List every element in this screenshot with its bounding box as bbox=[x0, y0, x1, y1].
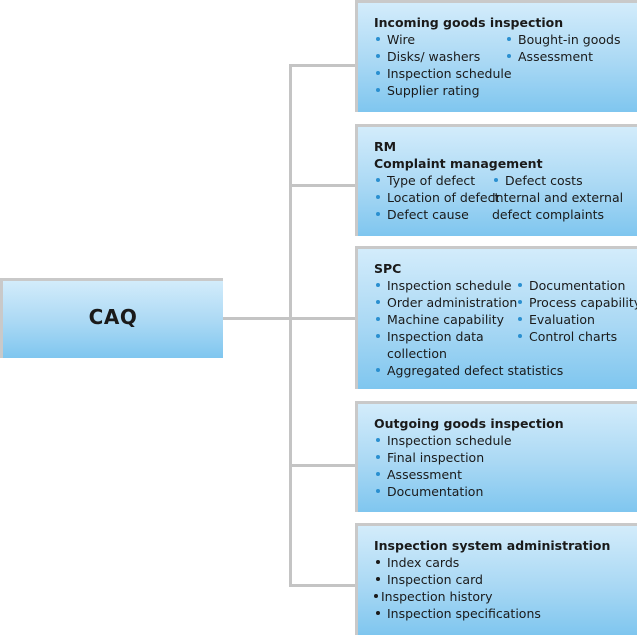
connector-branch-2 bbox=[289, 184, 355, 187]
branch-incoming-goods: Incoming goods inspection Wire Disks/ wa… bbox=[355, 0, 637, 112]
list-item: Inspection card bbox=[374, 571, 637, 588]
list-item: Type of defect bbox=[374, 172, 492, 189]
list-item: Inspection schedule bbox=[374, 432, 637, 449]
branch-title: Complaint management bbox=[374, 156, 543, 171]
item-list: Type of defect Location of defect Defect… bbox=[374, 172, 499, 223]
list-item: Location of defect bbox=[374, 189, 499, 206]
list-item: Defect costs bbox=[492, 172, 623, 189]
item-list: Aggregated defect statistics bbox=[374, 362, 637, 379]
list-item: Inspection schedule bbox=[374, 65, 512, 82]
item-list: Documentation Process capability Evaluat… bbox=[516, 277, 637, 362]
branch-spc: SPC Inspection schedule Order administra… bbox=[355, 246, 637, 389]
connector-branch-5 bbox=[289, 584, 355, 587]
branch-title: SPC bbox=[374, 261, 402, 276]
list-item: Aggregated defect statistics bbox=[374, 362, 637, 379]
list-item: Inspection data collection bbox=[374, 328, 487, 362]
list-item: Evaluation bbox=[516, 311, 637, 328]
list-item: Internal and external bbox=[492, 190, 624, 205]
list-item: Disks/ washers bbox=[374, 48, 505, 65]
list-item: Documentation bbox=[516, 277, 637, 294]
center-label: CAQ bbox=[88, 305, 138, 329]
list-item: Wire bbox=[374, 31, 505, 48]
list-item: Control charts bbox=[516, 328, 637, 345]
branch-title: Incoming goods inspection bbox=[374, 15, 564, 30]
list-item: Process capability bbox=[516, 294, 637, 311]
item-list: Bought-in goods Assessment bbox=[505, 31, 620, 99]
list-item: Assessment bbox=[374, 466, 637, 483]
item-list: Defect costs Internal and external defec… bbox=[492, 172, 623, 223]
list-item: Index cards bbox=[374, 554, 637, 571]
list-item: defect complaints bbox=[492, 207, 605, 222]
list-item: Bought-in goods bbox=[505, 31, 620, 48]
item-list: Inspection schedule Order administration… bbox=[374, 277, 517, 362]
branch-title: Outgoing goods inspection bbox=[374, 416, 564, 431]
connector-branch-1 bbox=[289, 64, 355, 67]
list-item: Machine capability bbox=[374, 311, 516, 328]
list-item: Supplier rating bbox=[374, 82, 505, 99]
branch-outgoing-goods: Outgoing goods inspection Inspection sch… bbox=[355, 401, 637, 512]
branch-inspection-system-admin: Inspection system administration Index c… bbox=[355, 523, 637, 635]
list-item: Final inspection bbox=[374, 449, 637, 466]
branch-complaint-management: RM Complaint management Type of defect L… bbox=[355, 124, 637, 236]
list-item: Inspection specifications bbox=[374, 605, 637, 622]
branch-title: Inspection system administration bbox=[374, 538, 611, 553]
item-list: Wire Disks/ washers Inspection schedule … bbox=[374, 31, 512, 99]
connector-trunk bbox=[289, 64, 292, 586]
item-list: Inspection schedule Final inspection Ass… bbox=[374, 432, 637, 500]
connector-center bbox=[223, 317, 291, 320]
list-item: Inspection schedule bbox=[374, 277, 516, 294]
connector-branch-3 bbox=[289, 317, 355, 320]
list-item: Order administration bbox=[374, 294, 517, 311]
list-item: Inspection history bbox=[374, 588, 637, 605]
list-item: Documentation bbox=[374, 483, 637, 500]
item-list: Index cards Inspection card Inspection h… bbox=[374, 554, 637, 622]
branch-title-rm: RM bbox=[374, 139, 397, 154]
list-item: Assessment bbox=[505, 48, 620, 65]
center-node: CAQ bbox=[0, 278, 223, 358]
connector-branch-4 bbox=[289, 464, 355, 467]
list-item: Defect cause bbox=[374, 206, 492, 223]
